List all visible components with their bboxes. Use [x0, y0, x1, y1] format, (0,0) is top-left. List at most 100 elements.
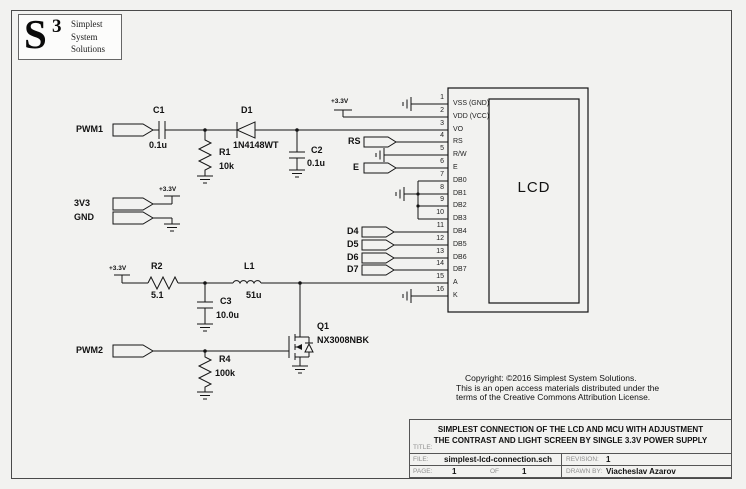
page-label: PAGE: [413, 468, 433, 475]
port-pwm1-label: PWM1 [76, 124, 103, 134]
lcd-pin-label: RS [453, 138, 463, 145]
copyright-line-2: This is an open access materials distrib… [456, 382, 660, 393]
r1-value: 10k [219, 161, 235, 171]
port-d4 [361, 226, 395, 238]
lcd-pin-number: 2 [440, 107, 444, 114]
lcd-pin-number: 15 [436, 273, 444, 280]
c1-ref: C1 [153, 105, 165, 115]
junction-dots [203, 128, 420, 353]
port-rs-label: RS [348, 136, 361, 146]
lcd-pin-label: DB2 [453, 202, 467, 209]
port-e-label: E [353, 162, 360, 172]
lcd-pin-number: 9 [440, 196, 444, 203]
title-block: TITLE: SIMPLEST CONNECTION OF THE LCD AN… [409, 419, 732, 478]
port-d4-label: D4 [347, 226, 359, 236]
lcd-pin-label: VO [453, 126, 464, 133]
capacitor-c2 [289, 130, 305, 178]
drawn-by-label: DRAWN BY: [566, 468, 603, 475]
port-pwm1 [112, 123, 154, 137]
power-rail-mid [153, 195, 180, 205]
r4-value: 100k [215, 368, 236, 378]
capacitor-c3 [197, 283, 213, 332]
port-d7-label: D7 [347, 264, 359, 274]
copyright-line-3: terms of the Creative Commons Attributio… [456, 392, 651, 403]
resistor-r2 [147, 275, 233, 291]
copyright-line-1: Copyright: ©2016 Simplest System Solutio… [465, 373, 637, 383]
port-3v3 [112, 197, 154, 211]
lcd-pin-label: A [453, 279, 458, 286]
c1-value: 0.1u [149, 140, 168, 150]
l1-value: 51u [246, 290, 262, 300]
logo-word-1: Simplest [71, 19, 103, 29]
lcd-pin-number: 12 [436, 235, 444, 242]
revision-label: REVISION: [566, 456, 599, 463]
diode-d1 [235, 121, 256, 139]
resistor-r4 [197, 351, 213, 400]
d1-value: 1N4148WT [233, 140, 279, 150]
lcd-pin-number: 10 [436, 209, 444, 216]
power-rail-mid-label: +3.3V [159, 186, 177, 193]
port-rs [363, 136, 397, 148]
port-d7 [361, 264, 395, 276]
lcd-pin-number: 5 [440, 145, 444, 152]
lcd-pin-label: DB4 [453, 228, 467, 235]
lcd-pin-label: DB1 [453, 190, 467, 197]
title-block-divider [561, 453, 562, 477]
sheet-title-line-2: THE CONTRAST AND LIGHT SCREEN BY SINGLE … [433, 436, 708, 445]
sheet-title-line-1: SIMPLEST CONNECTION OF THE LCD AND MCU W… [437, 425, 704, 434]
c2-value: 0.1u [307, 158, 326, 168]
lcd-pin-number: 7 [440, 171, 444, 178]
port-3v3-label: 3V3 [74, 198, 91, 208]
file-label: FILE: [413, 456, 429, 463]
port-d5-label: D5 [347, 239, 359, 249]
l1-ref: L1 [244, 261, 255, 271]
r1-ref: R1 [219, 147, 231, 157]
port-d5 [361, 239, 395, 251]
port-gnd [112, 211, 154, 225]
power-rail-top-label: +3.3V [331, 98, 349, 105]
lcd-pin-label: DB3 [453, 215, 467, 222]
lcd-pin-number: 6 [440, 158, 444, 165]
ground-pin16 [402, 289, 448, 303]
ground-port [153, 217, 180, 232]
power-rail-top [334, 109, 448, 118]
c3-value: 10.0u [216, 310, 240, 320]
lcd-pin-number: 11 [436, 222, 444, 229]
lcd-pin-number: 13 [436, 248, 444, 255]
company-logo: S 3 Simplest System Solutions [18, 11, 122, 60]
lcd-pin-label: VSS (GND) [453, 100, 490, 107]
mosfet-q1 [288, 334, 314, 374]
lcd-pin-number: 4 [440, 132, 444, 139]
of-label: OF [490, 468, 500, 475]
lcd-pin-label: DB0 [453, 177, 467, 184]
page-border [11, 10, 732, 479]
page-value: 1 [452, 467, 457, 476]
port-gnd-label: GND [74, 212, 94, 222]
r4-ref: R4 [219, 354, 231, 364]
lcd-pin-label: DB7 [453, 266, 467, 273]
q1-ref: Q1 [317, 321, 330, 331]
lcd-pin-number: 16 [436, 286, 444, 293]
lcd-pin-label: DB6 [453, 254, 467, 261]
lcd-pin-label: DB5 [453, 241, 467, 248]
revision-value: 1 [606, 455, 611, 464]
lcd-pin-label: E [453, 164, 458, 171]
title-label: TITLE: [413, 444, 433, 451]
lcd-pin-number: 8 [440, 184, 444, 191]
logo-wordmark: Simplest System Solutions [71, 18, 105, 56]
lcd-pin-label: VDD (VCC) [453, 113, 490, 120]
title-block-divider [410, 465, 731, 466]
lcd-outline [447, 87, 589, 313]
r2-value: 5.1 [151, 290, 164, 300]
ground-pin1 [402, 97, 448, 111]
q1-value: NX3008NBK [317, 335, 370, 345]
port-e [363, 162, 397, 174]
lcd-title: LCD [517, 179, 551, 196]
wire-a-net [261, 282, 448, 337]
inductor-l1 [232, 280, 262, 285]
logo-word-2: System [71, 31, 98, 42]
c2-ref: C2 [311, 145, 323, 155]
port-pwm2 [112, 344, 154, 358]
file-value: simplest-lcd-connection.sch [444, 455, 553, 464]
lcd-pin-number: 1 [440, 94, 444, 101]
